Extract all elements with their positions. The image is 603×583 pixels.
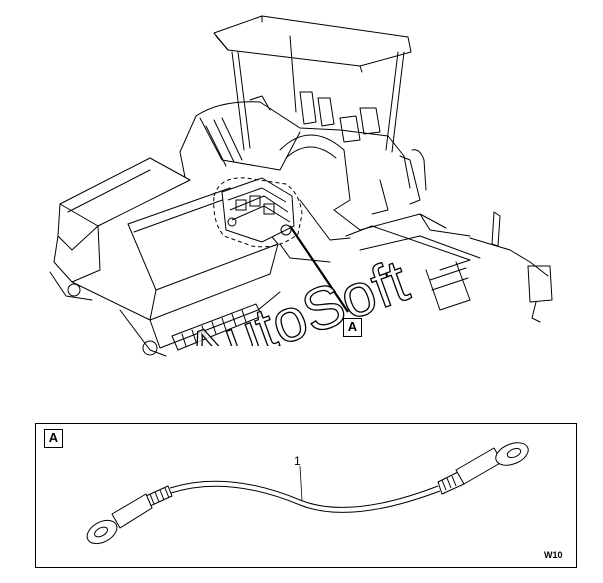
paver-machine-icon — [49, 15, 553, 357]
figure-code: W10 — [544, 550, 563, 560]
view-callout-a: A — [343, 318, 362, 337]
part-number-label: 1 — [294, 454, 301, 468]
detail-view-frame — [35, 423, 577, 568]
detail-callout-a: A — [44, 429, 63, 448]
watermark-logo: AutoSoft — [177, 246, 418, 346]
